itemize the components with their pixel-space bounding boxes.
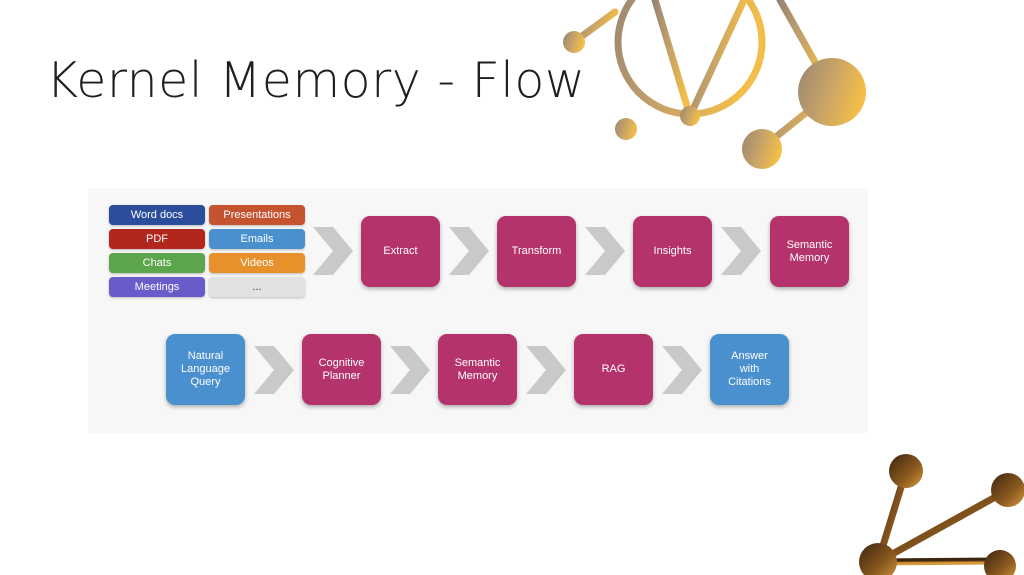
molecule-decoration-bottom	[859, 454, 1024, 575]
step-extract: Extract	[361, 216, 440, 287]
step-natural-language-query: Natural Language Query	[166, 334, 245, 405]
step-cognitive-planner: Cognitive Planner	[302, 334, 381, 405]
source-tag-word-docs: Word docs	[109, 205, 205, 225]
flow-arrow-icon	[449, 227, 489, 275]
flow-arrow-icon	[721, 227, 761, 275]
flow-arrow-icon	[662, 346, 702, 394]
step-transform: Transform	[497, 216, 576, 287]
flow-arrow-icon	[390, 346, 430, 394]
flow-arrow-icon	[313, 227, 353, 275]
step-query-semantic-memory: Semantic Memory	[438, 334, 517, 405]
flow-arrow-icon	[526, 346, 566, 394]
step-insights: Insights	[633, 216, 712, 287]
source-tag-videos: Videos	[209, 253, 305, 273]
flow-arrow-icon	[254, 346, 294, 394]
step-rag: RAG	[574, 334, 653, 405]
source-tag-emails: Emails	[209, 229, 305, 249]
source-tag-presentations: Presentations	[209, 205, 305, 225]
source-tag-chats: Chats	[109, 253, 205, 273]
slide-title: Kernel Memory - Flow	[46, 52, 586, 109]
step-answer-with-citations: Answer with Citations	[710, 334, 789, 405]
molecule-decoration-top	[563, 0, 866, 169]
source-tag-more: ...	[209, 277, 305, 297]
source-tag-meetings: Meetings	[109, 277, 205, 297]
step-semantic-memory: Semantic Memory	[770, 216, 849, 287]
flow-arrow-icon	[585, 227, 625, 275]
source-tag-pdf: PDF	[109, 229, 205, 249]
